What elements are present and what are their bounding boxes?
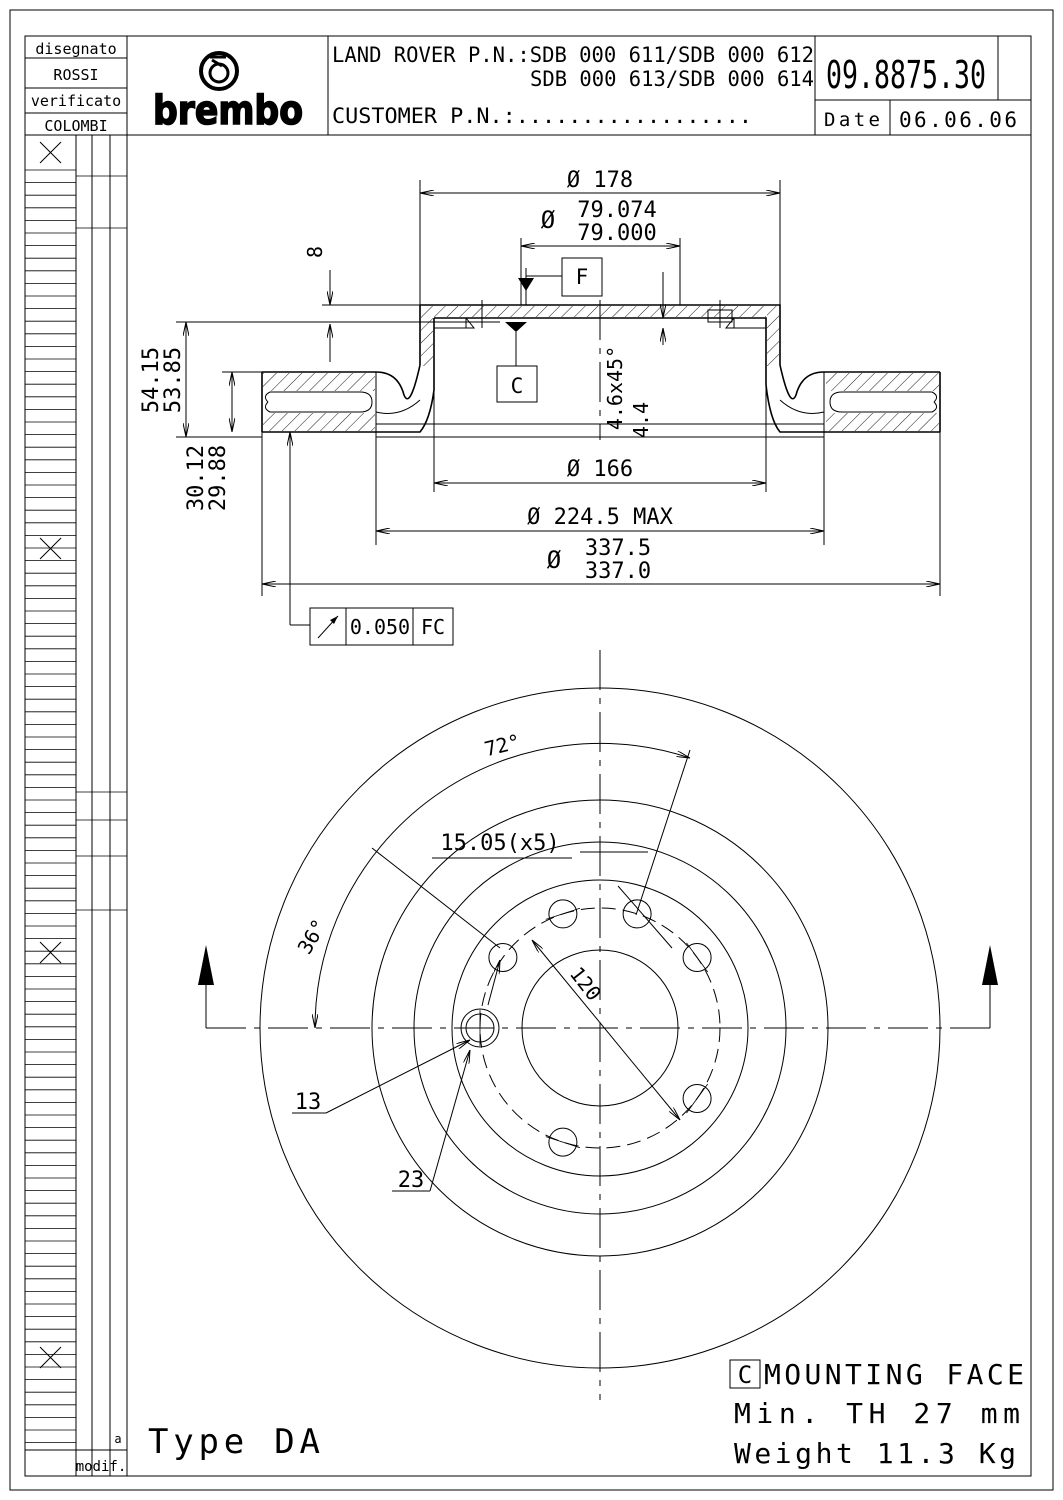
dim-diameter-79-prefix: Ø [541, 206, 556, 234]
date-label: Date [824, 109, 880, 131]
drawn-by-name: ROSSI [53, 66, 98, 84]
sheet-outer-border [9, 9, 1054, 1491]
mounting-face-box-label: C [738, 1361, 752, 1389]
dim-chamfer-4-6: 4.6x45° [603, 346, 627, 430]
revision-column: modif. a [25, 135, 127, 1476]
dim-diameter-224-5-max: Ø 224.5 MAX [527, 505, 673, 530]
bolt-hole [622, 899, 652, 929]
revision-cross-icon [39, 1346, 62, 1369]
dim-13: 13 [295, 1090, 322, 1115]
plan-view: 72° 36° 15.05(x5) 120 13 23 [198, 650, 998, 1400]
checked-by-name: COLOMBI [44, 117, 107, 135]
part-number: 09.8875.30 [826, 53, 986, 97]
dim-diameter-337-prefix: Ø [547, 546, 562, 574]
section-view: C F Ø 178 Ø 79.074 79.000 8 54.15 53.85 [139, 168, 941, 646]
bolt-hole [682, 1084, 712, 1113]
dim-diameter-79-max: 79.074 [577, 198, 656, 223]
mounting-face-box [729, 1359, 761, 1389]
sheet-inner-border [24, 35, 1032, 1477]
dim-diameter-178: Ø 178 [567, 168, 633, 193]
revision-cross-icon [39, 941, 62, 964]
brand-wordmark: brembo [153, 88, 303, 134]
runout-arrow-icon [317, 615, 339, 639]
section-arrow-right-icon [982, 945, 998, 985]
dim-23: 23 [398, 1168, 425, 1193]
min-thickness: Min. TH 27 mm [734, 1397, 1020, 1430]
notes: Type DA C MOUNTING FACE Min. TH 27 mm We… [148, 1358, 1024, 1470]
dim-height-max: 54.15 [139, 347, 164, 413]
date-value: 06.06.06 [899, 108, 1017, 132]
oem-part-number-line2: SDB 000 613/SDB 000 614 [530, 67, 814, 91]
title-block: disegnato ROSSI verificato COLOMBI bremb… [25, 36, 1031, 1476]
datum-f-box [561, 257, 603, 297]
customer-part-number: CUSTOMER P.N.:.................. [332, 104, 752, 128]
datum-c-label: C [511, 374, 524, 398]
revision-small-label: a [114, 1432, 121, 1446]
type-designation: Type DA [148, 1422, 320, 1462]
angle-72: 72° [482, 729, 523, 761]
dim-chamfer-4-4: 4.4 [629, 402, 653, 438]
runout-tolerance-frame [309, 607, 454, 646]
brembo-logo-icon [199, 51, 239, 91]
mounting-face-label: MOUNTING FACE [764, 1358, 1024, 1391]
modif-label: modif. [76, 1459, 127, 1475]
runout-value: 0.050 [350, 615, 410, 639]
dim-height-min: 53.85 [161, 347, 186, 413]
section-arrow-left-icon [198, 945, 214, 985]
datum-f-label: F [576, 265, 589, 289]
weight: Weight 11.3 Kg [734, 1437, 1016, 1470]
revision-cross-icon [39, 141, 62, 164]
revision-cross-icon [39, 537, 62, 560]
dim-diameter-337-max: 337.5 [585, 536, 651, 561]
datum-c-box [496, 365, 538, 403]
dim-thickness-max: 30.12 [184, 445, 209, 511]
checked-label: verificato [31, 92, 121, 110]
dim-diameter-79-min: 79.000 [577, 221, 656, 246]
dim-diameter-166: Ø 166 [567, 457, 633, 482]
dim-diameter-337-min: 337.0 [585, 559, 651, 584]
bolt-hole [548, 1127, 578, 1157]
drawn-label: disegnato [35, 40, 116, 58]
dim-thickness-min: 29.88 [206, 445, 231, 511]
dim-8: 8 [303, 246, 327, 258]
runout-datums: FC [421, 615, 445, 639]
oem-part-number-line1: LAND ROVER P.N.:SDB 000 611/SDB 000 612 [332, 43, 814, 67]
hole-diameter: 15.05(x5) [440, 831, 559, 856]
